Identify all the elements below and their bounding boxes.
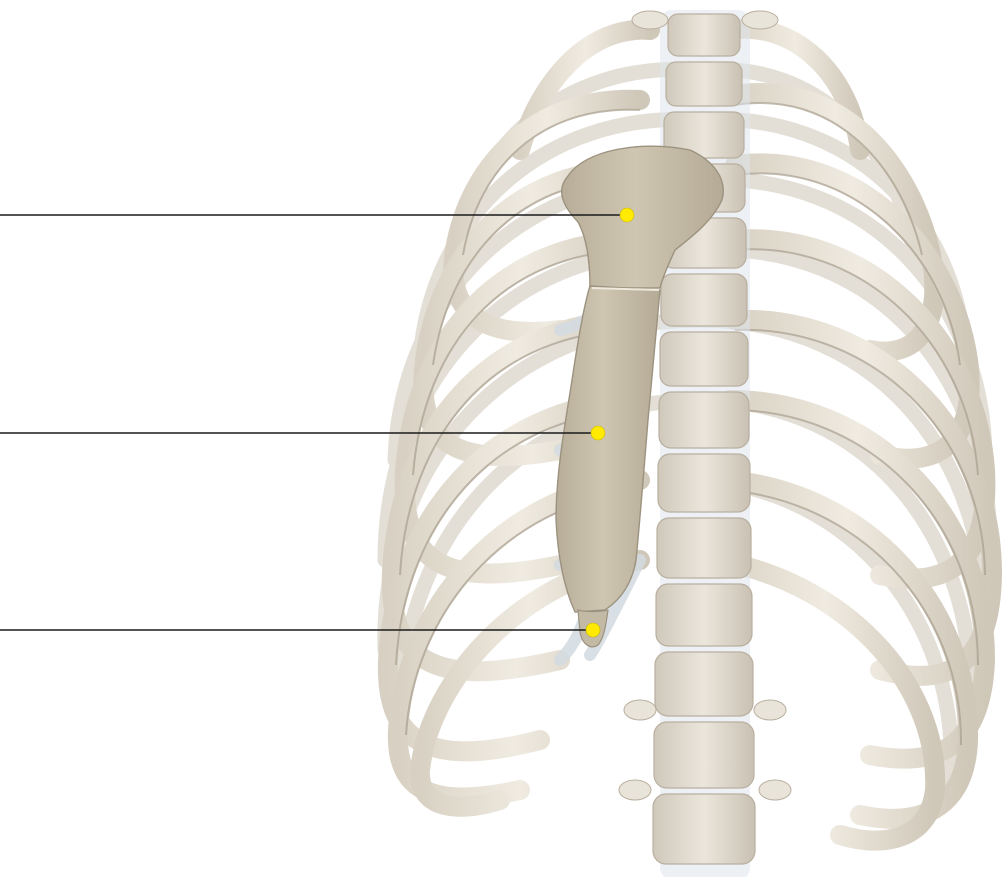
marker-upper[interactable] xyxy=(620,208,634,222)
marker-lower[interactable] xyxy=(586,623,600,637)
marker-middle[interactable] xyxy=(591,426,605,440)
